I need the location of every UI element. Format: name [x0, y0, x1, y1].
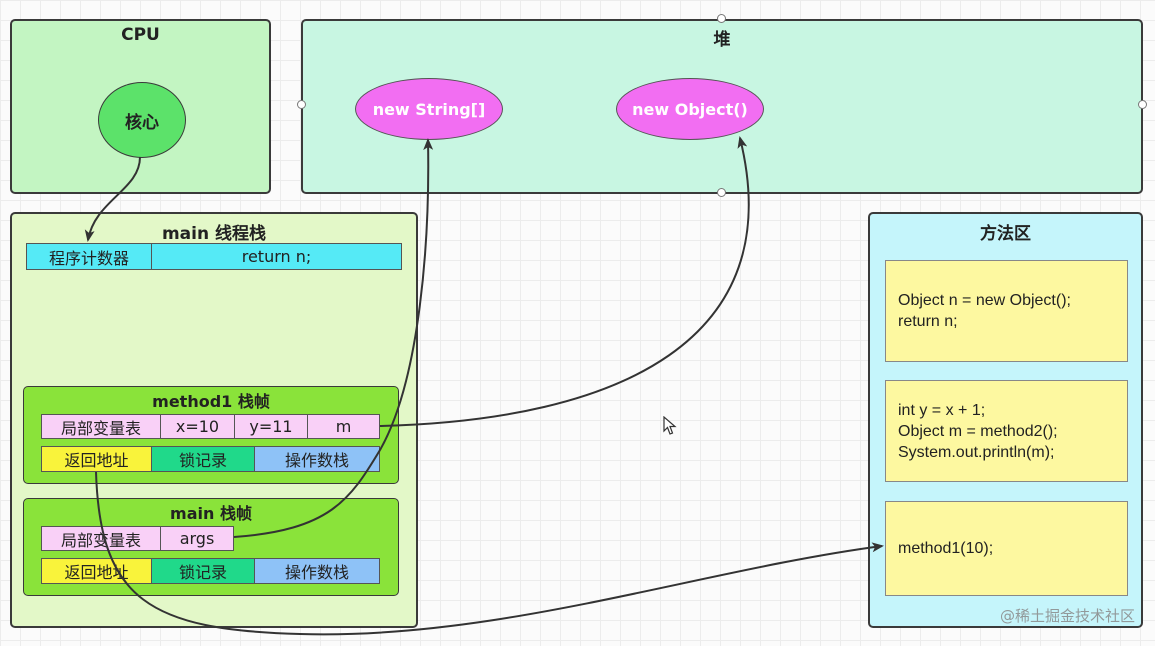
method-area-block-main: method1(10); — [885, 501, 1128, 596]
arrow-core-to-pc — [84, 156, 141, 242]
thread-stack-title: main 线程栈 — [161, 224, 267, 244]
cpu-title: CPU — [121, 25, 160, 45]
heap-handle-bottom[interactable] — [717, 188, 726, 197]
watermark: @稀土掘金技术社区 — [999, 607, 1135, 625]
method-area-title: 方法区 — [980, 224, 1031, 244]
pc-label: 程序计数器 — [26, 243, 152, 270]
heap-box: 堆 new String[] new Object() — [301, 19, 1143, 194]
method1-return-address: 返回地址 — [41, 446, 152, 472]
method-area-block-method2: Object n = new Object(); return n; — [885, 260, 1128, 362]
method1-local-m: m — [307, 414, 380, 439]
arrow-return-to-method-area — [95, 471, 884, 636]
main-return-address: 返回地址 — [41, 558, 152, 584]
heap-object-object: new Object() — [616, 78, 764, 140]
arrow-args-to-string-array — [233, 138, 434, 538]
main-lock-record: 锁记录 — [151, 558, 255, 584]
main-frame-title: main 栈帧 — [170, 504, 252, 523]
method1-lock-record: 锁记录 — [151, 446, 255, 472]
main-local-args: args — [160, 526, 234, 551]
method1-local-y: y=11 — [234, 414, 308, 439]
heap-handle-top[interactable] — [717, 14, 726, 23]
method-area-block-method1: int y = x + 1; Object m = method2(); Sys… — [885, 380, 1128, 482]
heap-title: 堆 — [713, 30, 731, 50]
main-operand-stack: 操作数栈 — [254, 558, 380, 584]
cpu-core-node: 核心 — [98, 82, 186, 158]
heap-handle-left[interactable] — [297, 100, 306, 109]
arrow-m-to-object — [379, 136, 750, 427]
method1-locals-label: 局部变量表 — [41, 414, 161, 439]
pc-value: return n; — [151, 243, 402, 270]
heap-handle-right[interactable] — [1138, 100, 1147, 109]
method1-frame-title: method1 栈帧 — [152, 392, 270, 411]
cpu-box: CPU 核心 — [10, 19, 271, 194]
method1-operand-stack: 操作数栈 — [254, 446, 380, 472]
mouse-cursor-icon — [663, 416, 677, 435]
